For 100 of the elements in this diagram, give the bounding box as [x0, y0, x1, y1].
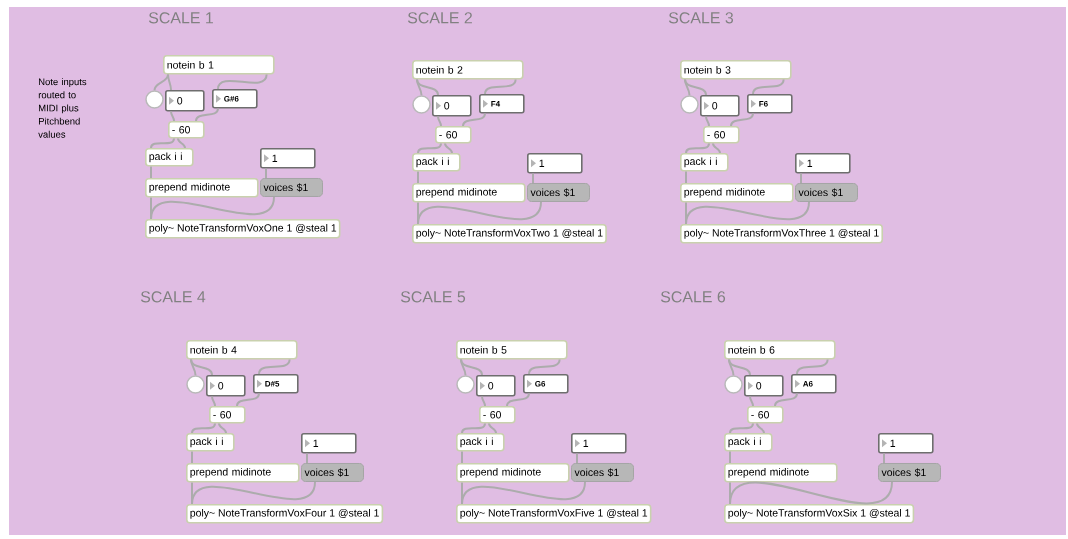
patch-cord [167, 73, 172, 91]
number-box: 1 [260, 148, 316, 169]
object-box: poly~ NoteTransformVoxThree 1 @steal 1 [680, 224, 883, 244]
number-box: 1 [527, 153, 583, 174]
patch-cord [461, 450, 463, 464]
patch-cord [190, 358, 213, 376]
patch-cord [211, 395, 216, 407]
object-box: - 60 [209, 406, 246, 424]
patch-cord [481, 395, 486, 407]
object-box: notein b 6 [724, 340, 836, 360]
patch-cord [685, 170, 687, 184]
patch-cord [749, 395, 754, 407]
object-box: poly~ NoteTransformVoxTwo 1 @steal 1 [412, 224, 607, 244]
patch-cord [170, 110, 175, 122]
patch-cord [729, 422, 754, 434]
patch-cord [685, 142, 710, 154]
object-box: poly~ NoteTransformVoxOne 1 @steal 1 [145, 219, 341, 239]
patch-cord [532, 172, 534, 184]
number-box: 1 [795, 153, 851, 174]
section-title: SCALE 2 [407, 12, 472, 24]
object-box: prepend midinote [680, 183, 794, 203]
object-box: pack i i [412, 153, 461, 172]
object-box: - 60 [747, 406, 784, 424]
object-box: - 60 [703, 126, 740, 144]
patch-cord [236, 392, 260, 407]
bang-button [186, 375, 205, 394]
patch-cord [685, 201, 810, 225]
patch-cord [150, 196, 275, 220]
patch-cord [153, 73, 169, 92]
patch-cord [150, 137, 175, 149]
patch-cord [756, 422, 765, 434]
object-box: pack i i [724, 433, 773, 452]
bang-button [456, 375, 475, 394]
patch-cord [265, 167, 267, 179]
number-box: 1 [571, 433, 627, 454]
message-box: voices $1 [795, 183, 858, 202]
object-box: notein b 5 [456, 340, 568, 360]
patch-cord [705, 115, 710, 127]
patch-cord [484, 78, 517, 95]
object-box: - 60 [435, 126, 472, 144]
patch-cord [191, 450, 193, 464]
bang-button [724, 375, 743, 394]
bang-button [412, 95, 431, 114]
section-title: SCALE 5 [400, 291, 466, 303]
patch-cord [883, 452, 885, 464]
comment-text: Note inputs routed to MIDI plus Pitchbend values [38, 78, 87, 138]
patch-cord [217, 73, 268, 90]
message-box: voices $1 [260, 178, 323, 197]
patch-cord [416, 78, 439, 96]
object-box: prepend midinote [724, 463, 838, 483]
object-box: prepend midinote [456, 463, 570, 483]
message-box: voices $1 [878, 463, 941, 482]
message-box: voices $1 [301, 463, 364, 482]
object-box: - 60 [168, 121, 205, 139]
patch-cord [796, 358, 829, 375]
object-box: pack i i [145, 148, 194, 167]
object-box: notein b 4 [186, 340, 298, 360]
section-title: SCALE 4 [140, 291, 206, 303]
patch-cord [730, 112, 754, 127]
patch-cord [800, 172, 802, 184]
patch-cord [306, 452, 308, 464]
patch-cord [728, 358, 751, 376]
patch-cord [191, 481, 316, 505]
number-box: 1 [301, 433, 357, 454]
patch-cord [195, 107, 219, 122]
section-title: SCALE 6 [660, 291, 726, 303]
patch-cord [460, 358, 483, 376]
bang-button [145, 90, 164, 109]
patch-cord [150, 165, 152, 179]
patch-cord [684, 78, 707, 96]
object-box: pack i i [186, 433, 235, 452]
object-box: notein b 3 [680, 60, 792, 80]
message-box: voices $1 [527, 183, 590, 202]
patch-cord [462, 112, 486, 127]
object-box: prepend midinote [186, 463, 300, 483]
number-box: 1 [878, 433, 934, 454]
patch-cord [191, 422, 216, 434]
patch-cord [177, 137, 186, 149]
object-box: pack i i [456, 433, 505, 452]
section-title: SCALE 3 [668, 12, 734, 24]
patch-cord [712, 142, 721, 154]
patch-cord [576, 452, 578, 464]
patch-cord [729, 450, 731, 464]
patch-cord [461, 422, 486, 434]
object-box: pack i i [680, 153, 729, 172]
object-box: poly~ NoteTransformVoxFive 1 @steal 1 [456, 504, 652, 524]
message-box: voices $1 [571, 463, 634, 482]
object-box: notein b 2 [412, 60, 524, 80]
patch-cord [729, 481, 893, 505]
object-box: poly~ NoteTransformVoxSix 1 @steal 1 [724, 504, 915, 524]
object-box: notein b 1 [163, 55, 275, 75]
patch-cord [774, 392, 798, 407]
object-box: poly~ NoteTransformVoxFour 1 @steal 1 [186, 504, 384, 524]
patch-cord [488, 422, 497, 434]
patch-cord [528, 358, 561, 375]
patch-cord [752, 78, 785, 95]
object-box: prepend midinote [145, 178, 259, 198]
patch-cord [417, 170, 419, 184]
patch-cord [258, 358, 291, 375]
patch-cord [506, 392, 530, 407]
